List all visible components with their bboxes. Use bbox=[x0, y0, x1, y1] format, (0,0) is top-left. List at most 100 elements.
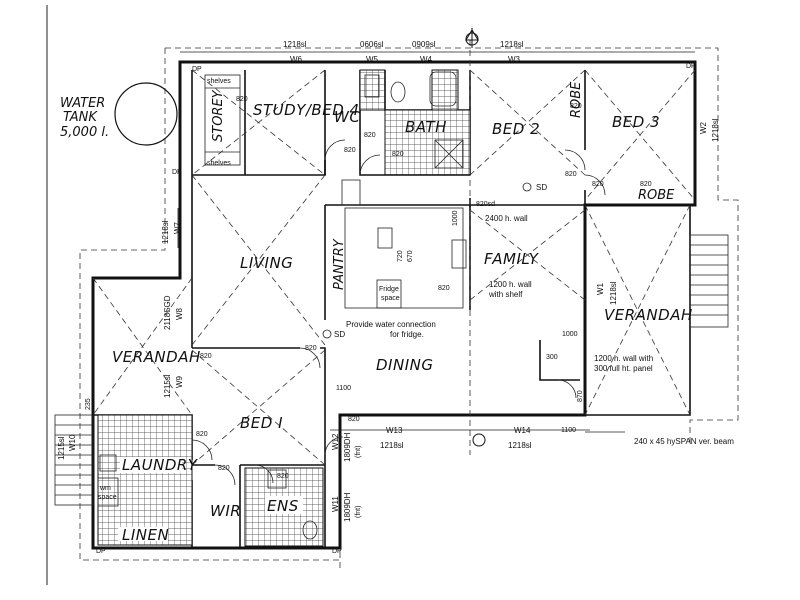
shelves-bottom-label: shelves bbox=[207, 160, 231, 167]
annotations: shelves shelves SD SD 2400 h. wall 1200 … bbox=[98, 78, 734, 501]
smoke-detector-2: SD bbox=[334, 330, 345, 339]
dim-870: 870 bbox=[577, 390, 584, 402]
window-w3: W3 bbox=[508, 55, 521, 64]
living-label: LIVING bbox=[240, 254, 293, 272]
dim-top-0909: 0909sl bbox=[412, 40, 436, 49]
window-w13-size: 1218sl bbox=[380, 441, 404, 450]
window-w9-size: 1215sl bbox=[163, 374, 172, 398]
dim-top-0606: 0606sl bbox=[360, 40, 384, 49]
window-w11-note: (fnt) bbox=[355, 506, 362, 518]
downpipe-2: DP bbox=[172, 169, 182, 176]
dim-1100-b: 1100 bbox=[561, 427, 576, 434]
water-tank-capacity: 5,000 l. bbox=[60, 125, 109, 140]
dim-top-1218b: 1218sl bbox=[500, 40, 524, 49]
window-w6: W6 bbox=[290, 55, 303, 64]
window-w4: W4 bbox=[420, 55, 433, 64]
dimension-labels: 1218sl 0606sl 0909sl 1218sl W6 W5 W4 W3 … bbox=[57, 40, 720, 555]
fixtures bbox=[97, 71, 532, 540]
window-w11: W11 bbox=[331, 496, 340, 512]
stairs-right bbox=[689, 234, 729, 328]
window-w10-size: 1215sl bbox=[57, 436, 66, 460]
wc-label: WC bbox=[334, 108, 360, 126]
door-swings bbox=[191, 139, 606, 486]
bed3-label: BED 3 bbox=[612, 113, 660, 131]
ens-label: ENS bbox=[267, 497, 299, 515]
shelves-top-label: shelves bbox=[207, 78, 231, 85]
door-820-m: 820 bbox=[348, 416, 360, 423]
door-820-c: 820 bbox=[364, 132, 376, 139]
verandah-right-label: VERANDAH bbox=[604, 306, 693, 324]
wall-2400-note: 2400 h. wall bbox=[485, 214, 528, 223]
window-w13: W13 bbox=[386, 426, 403, 435]
bath-label: BATH bbox=[405, 118, 447, 136]
section-markers bbox=[465, 28, 486, 447]
fridge-space-label: space bbox=[381, 295, 400, 302]
window-w7: W7 bbox=[173, 221, 182, 234]
door-820-f: 820 bbox=[565, 171, 577, 178]
downpipe-3: DP bbox=[686, 63, 696, 70]
door-820-b: 820 bbox=[344, 147, 356, 154]
door-820-l: 820 bbox=[277, 473, 289, 480]
water-connection-note: Provide water connection bbox=[346, 320, 436, 329]
water-tank-label-2: TANK bbox=[63, 110, 98, 125]
door-820-j: 820 bbox=[196, 431, 208, 438]
downpipe-4: DP bbox=[96, 548, 106, 555]
robe1-label: ROBE bbox=[569, 81, 584, 118]
window-w1-size: 1218sl bbox=[609, 281, 618, 305]
downpipe-5: DP bbox=[332, 548, 342, 555]
bed1-label: BED I bbox=[240, 414, 283, 432]
window-w8-size: 2118SGD bbox=[163, 295, 172, 330]
smoke-detector-1: SD bbox=[536, 183, 547, 192]
window-w9: W9 bbox=[175, 375, 184, 388]
window-w8: W8 bbox=[175, 307, 184, 320]
wall-1200-panel-note-2: 300 full ht. panel bbox=[594, 364, 653, 373]
door-820-g: 820 bbox=[640, 181, 652, 188]
dim-670: 670 bbox=[407, 250, 414, 262]
dim-720: 720 bbox=[397, 250, 404, 262]
dim-1100-a: 1100 bbox=[336, 385, 351, 392]
dimension-lines bbox=[177, 51, 695, 433]
dim-top-1218a: 1218sl bbox=[283, 40, 307, 49]
window-w5: W5 bbox=[366, 55, 379, 64]
laundry-label: LAUNDRY bbox=[122, 456, 199, 474]
window-w12-size: 1809DH bbox=[343, 432, 352, 462]
wm-label: wm bbox=[99, 485, 111, 492]
door-820-n: 820 bbox=[438, 285, 450, 292]
door-820-e: 820 bbox=[570, 103, 582, 110]
wall-1200-note: 1200 h. wall bbox=[489, 280, 532, 289]
ceiling-diagonals bbox=[92, 40, 696, 466]
storey-label: STOREY bbox=[211, 89, 226, 142]
door-820-a: 820 bbox=[236, 96, 248, 103]
window-w1: W1 bbox=[596, 282, 605, 295]
room-labels: WATER TANK 5,000 l. STOREY STUDY/BED 4 W… bbox=[60, 81, 693, 544]
family-label: FAMILY bbox=[484, 250, 540, 268]
downpipe-1: DP bbox=[192, 66, 202, 73]
window-w14-size: 1218sl bbox=[508, 441, 532, 450]
robe2-label: ROBE bbox=[638, 188, 675, 203]
linen-label: LINEN bbox=[122, 526, 169, 544]
window-w10: W10 bbox=[68, 434, 77, 451]
study-label: STUDY/BED 4 bbox=[253, 101, 360, 119]
dim-300: 300 bbox=[546, 354, 558, 361]
outer-wall-main bbox=[91, 60, 697, 550]
dining-label: DINING bbox=[376, 356, 433, 374]
window-w11-size: 1809DH bbox=[343, 492, 352, 522]
window-w12-note: (fnt) bbox=[355, 446, 362, 458]
window-w2: W2 bbox=[699, 121, 708, 134]
door-820-k: 820 bbox=[218, 465, 230, 472]
door-820-d: 820 bbox=[392, 151, 404, 158]
water-connection-note-2: for fridge. bbox=[390, 330, 424, 339]
door-820-o: 820 bbox=[592, 181, 604, 188]
beam-note: 240 x 45 hySPAN ver. beam bbox=[634, 437, 734, 446]
verandah-left-label: VERANDAH bbox=[112, 348, 201, 366]
bed2-label: BED 2 bbox=[492, 120, 540, 138]
stairs-left bbox=[54, 414, 94, 506]
wir-label: WIR bbox=[210, 502, 241, 520]
door-820-i: 820 bbox=[305, 345, 317, 352]
dim-235: 235 bbox=[85, 398, 92, 410]
window-w2-size: 1218sl bbox=[711, 118, 720, 142]
fridge-label: Fridge bbox=[379, 286, 399, 293]
window-w7-size: 1218sl bbox=[161, 220, 170, 244]
wall-1200-shelf-note: with shelf bbox=[488, 290, 523, 299]
door-820-h: 820 bbox=[200, 353, 212, 360]
